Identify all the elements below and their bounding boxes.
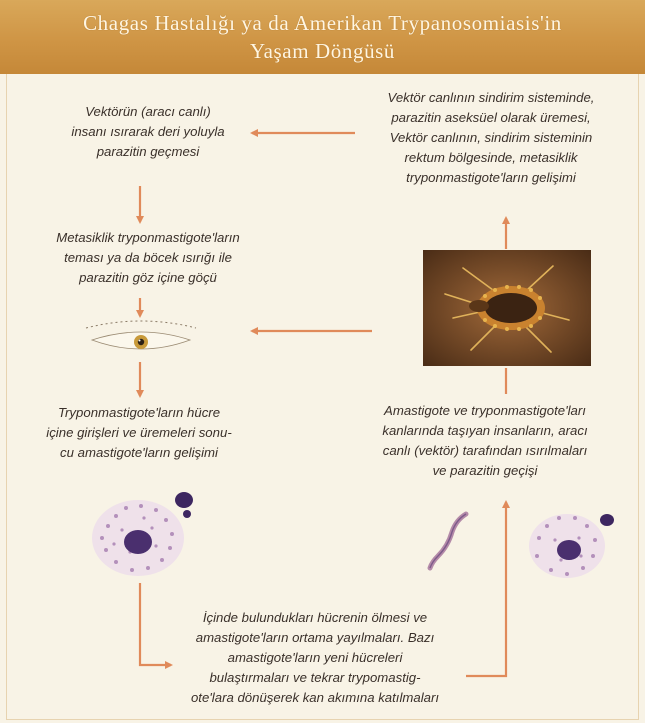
infected-cell-micrograph-right — [523, 500, 623, 584]
step-cell-entry: Tryponmastigote'ların hücre içine girişl… — [24, 403, 254, 463]
infected-cell-micrograph-left — [86, 486, 202, 582]
trypanosome-micrograph — [426, 510, 472, 572]
step-vector-bite: Amastigote ve tryponmastigote'ları kanla… — [340, 401, 630, 481]
step-cell-death: İçinde bulundukları hücrenin ölmesi ve a… — [160, 608, 470, 708]
arrow-death-to-vectorbite — [466, 502, 506, 676]
step-eye-contact: Metasiklik tryponmastigote'ların teması … — [18, 228, 278, 288]
triatomine-bug-photo — [423, 250, 591, 366]
step-bite-transfer: Vektörün (aracı canlı) insanı ısırarak d… — [28, 102, 268, 162]
step-vector-digestion: Vektör canlının sindirim sisteminde, par… — [346, 88, 636, 188]
eye-illustration — [82, 318, 200, 362]
